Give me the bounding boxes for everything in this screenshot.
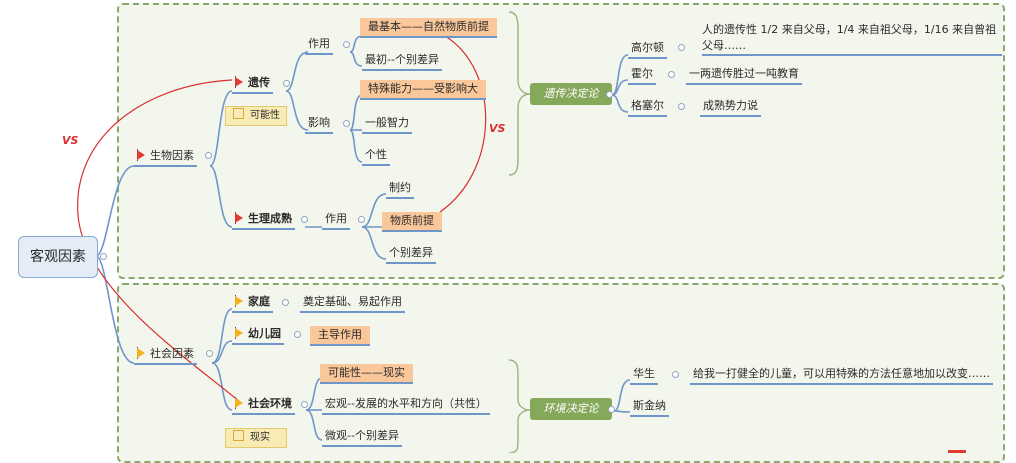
environment-item[interactable]: 宏观--发展的水平和方向（共性） xyxy=(322,396,490,415)
heredity-note-label: 可能性 xyxy=(250,110,280,121)
person-name[interactable]: 霍尔 xyxy=(628,66,656,85)
heredity-node[interactable]: 遗传 xyxy=(232,75,273,94)
person-description[interactable]: 成熟势力说 xyxy=(700,98,761,117)
collapse-icon[interactable] xyxy=(608,406,615,413)
person-description[interactable]: 一两遗传胜过一吨教育 xyxy=(686,66,802,85)
environment-item[interactable]: 微观--个别差异 xyxy=(322,428,402,447)
maturation-effect-item[interactable]: 个别差异 xyxy=(386,245,436,264)
collapse-icon[interactable] xyxy=(301,401,308,408)
kindergarten-node[interactable]: 幼儿园 xyxy=(232,326,284,345)
collapse-icon[interactable] xyxy=(343,41,350,48)
person-name[interactable]: 格塞尔 xyxy=(628,98,667,117)
maturation-effect-item[interactable]: 物质前提 xyxy=(382,212,442,232)
heredity-influence-item[interactable]: 特殊能力——受影响大 xyxy=(360,80,486,100)
vs-label: VS xyxy=(62,134,79,147)
collapse-icon[interactable] xyxy=(358,216,365,223)
environment-item[interactable]: 可能性——现实 xyxy=(320,364,413,384)
heredity-theory-summary[interactable]: 遗传决定论 xyxy=(530,83,612,105)
root-node[interactable]: 客观因素 xyxy=(18,236,98,278)
collapse-icon[interactable] xyxy=(343,120,350,127)
society-label: 社会因素 xyxy=(150,347,194,360)
person-description[interactable]: 人的遗传性 1/2 来自父母，1/4 来自祖父母，1/16 来自曾祖父母…… xyxy=(702,22,1002,56)
biology-panel xyxy=(117,3,1005,279)
collapse-icon[interactable] xyxy=(606,91,613,98)
yellow-flag-icon xyxy=(235,398,243,408)
maturation-node[interactable]: 生理成熟 xyxy=(232,211,295,230)
person-name[interactable]: 华生 xyxy=(630,366,658,385)
maturation-effect-node[interactable]: 作用 xyxy=(322,211,350,230)
collapse-icon[interactable] xyxy=(301,216,308,223)
note-icon xyxy=(233,108,244,119)
environment-node[interactable]: 社会环境 xyxy=(232,396,295,415)
collapse-icon[interactable] xyxy=(678,103,685,110)
yellow-flag-icon xyxy=(137,348,145,358)
environment-label: 社会环境 xyxy=(248,397,292,410)
environment-note[interactable]: 现实 xyxy=(225,428,287,448)
person-description[interactable]: 给我一打健全的儿童，可以用特殊的方法任意地加以改变…… xyxy=(690,366,993,385)
environment-theory-summary[interactable]: 环境决定论 xyxy=(530,398,612,420)
red-flag-icon xyxy=(137,150,145,160)
collapse-icon[interactable] xyxy=(678,44,685,51)
heredity-note[interactable]: 可能性 xyxy=(225,106,287,126)
corner-mark xyxy=(948,450,966,453)
person-name[interactable]: 斯金纳 xyxy=(630,398,669,417)
collapse-icon[interactable] xyxy=(672,371,679,378)
red-flag-icon xyxy=(235,213,243,223)
environment-note-label: 现实 xyxy=(250,432,270,443)
biology-label: 生物因素 xyxy=(150,149,194,162)
collapse-icon[interactable] xyxy=(282,299,289,306)
collapse-icon[interactable] xyxy=(205,152,212,159)
note-icon xyxy=(233,430,244,441)
collapse-icon[interactable] xyxy=(294,331,301,338)
heredity-label: 遗传 xyxy=(248,76,270,89)
heredity-effect-node[interactable]: 作用 xyxy=(305,36,333,55)
collapse-icon[interactable] xyxy=(283,80,290,87)
family-desc[interactable]: 奠定基础、易起作用 xyxy=(300,294,405,313)
yellow-flag-icon xyxy=(235,296,243,306)
family-label: 家庭 xyxy=(248,295,270,308)
family-node[interactable]: 家庭 xyxy=(232,294,273,313)
maturation-effect-item[interactable]: 制约 xyxy=(386,180,414,199)
heredity-influence-item[interactable]: 一般智力 xyxy=(362,115,412,134)
heredity-effect-item[interactable]: 最基本——自然物质前提 xyxy=(360,18,497,38)
vs-label: VS xyxy=(489,122,506,135)
maturation-label: 生理成熟 xyxy=(248,212,292,225)
person-name[interactable]: 高尔顿 xyxy=(628,40,667,59)
kindergarten-label: 幼儿园 xyxy=(248,327,281,340)
collapse-icon[interactable] xyxy=(668,71,675,78)
kindergarten-desc[interactable]: 主导作用 xyxy=(310,326,370,346)
heredity-influence-item[interactable]: 个性 xyxy=(362,147,390,166)
collapse-icon[interactable] xyxy=(100,253,107,260)
yellow-flag-icon xyxy=(235,328,243,338)
red-flag-icon xyxy=(235,77,243,87)
biology-node[interactable]: 生物因素 xyxy=(134,148,197,167)
heredity-influence-node[interactable]: 影响 xyxy=(305,115,333,134)
collapse-icon[interactable] xyxy=(206,350,213,357)
heredity-effect-item[interactable]: 最初--个别差异 xyxy=(362,52,442,71)
connector-lines xyxy=(77,11,631,453)
society-node[interactable]: 社会因素 xyxy=(134,346,197,365)
